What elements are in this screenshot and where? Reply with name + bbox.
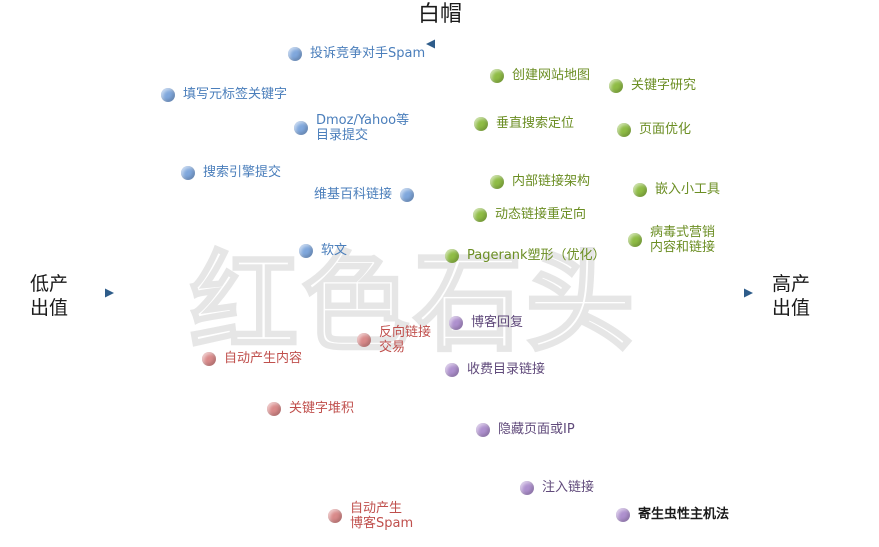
data-point-label-line: 反向链接 <box>379 325 432 340</box>
data-point-label: 博客回复 <box>471 315 524 330</box>
data-point-dot <box>288 46 302 61</box>
data-point-dot <box>473 207 487 222</box>
data-point-label-line: 内容和链接 <box>650 240 716 255</box>
data-point-label: 反向链接交易 <box>379 325 431 355</box>
data-point-dot <box>628 233 642 247</box>
data-point-label-line: 博客Spam <box>350 516 414 531</box>
data-point-dot <box>520 480 534 495</box>
data-point: 寄生虫性主机法 <box>616 507 729 522</box>
data-point-label: 内部链接架构 <box>512 174 591 189</box>
data-point-label: 关键字堆积 <box>289 401 355 416</box>
data-point-label: 寄生虫性主机法 <box>638 507 730 522</box>
data-point-dot <box>609 78 623 93</box>
data-point-dot <box>400 187 414 202</box>
data-point-dot <box>617 122 631 137</box>
data-point: 搜索引擎提交 <box>181 165 281 180</box>
axis-label-left-line1: 低产 <box>30 273 69 295</box>
data-point-label: 填写元标签关键字 <box>183 87 288 102</box>
data-point-label: 创建网站地图 <box>512 68 591 83</box>
data-point-label: 病毒式营销内容和链接 <box>650 225 715 255</box>
data-point-dot <box>299 243 313 258</box>
data-point: 软文 <box>299 243 347 258</box>
data-point: 投诉竞争对手Spam <box>288 46 425 61</box>
data-point-label-line: 自动产生 <box>350 501 403 516</box>
data-point: 反向链接交易 <box>357 325 431 355</box>
data-point-label: 投诉竞争对手Spam <box>310 46 426 61</box>
data-point-dot <box>490 174 504 189</box>
data-point: 填写元标签关键字 <box>161 87 287 102</box>
data-point-dot <box>445 362 459 377</box>
data-point-label: 收费目录链接 <box>467 362 546 377</box>
data-point: 关键字研究 <box>609 78 696 93</box>
data-point-dot <box>294 121 308 135</box>
data-point-label: 自动产生博客Spam <box>350 501 413 531</box>
data-point: 动态链接重定向 <box>473 207 586 222</box>
data-point-label-line: Dmoz/Yahoo等 <box>316 113 410 128</box>
data-point: Dmoz/Yahoo等目录提交 <box>294 113 409 143</box>
data-point-label: Pagerank塑形（优化） <box>467 248 606 263</box>
data-point-dot <box>616 507 630 522</box>
data-point: 内部链接架构 <box>490 174 590 189</box>
data-point: 隐藏页面或IP <box>476 422 575 437</box>
data-point-label: Dmoz/Yahoo等目录提交 <box>316 113 409 143</box>
data-point-dot <box>181 165 195 180</box>
data-point-label-line: 病毒式营销 <box>650 225 716 240</box>
data-point-dot <box>357 333 371 347</box>
axis-label-right-line2: 出值 <box>772 297 811 319</box>
data-point: 关键字堆积 <box>267 401 354 416</box>
data-point-label: 动态链接重定向 <box>495 207 587 222</box>
data-point-label: 维基百科链接 <box>313 187 392 202</box>
axis-label-right: 高产 出值 <box>772 272 810 320</box>
data-point-label: 嵌入小工具 <box>655 182 721 197</box>
data-point-label: 注入链接 <box>542 480 595 495</box>
data-point: 维基百科链接 <box>314 187 414 202</box>
axis-label-left-line2: 出值 <box>30 297 69 319</box>
axis-label-right-line1: 高产 <box>772 273 811 295</box>
data-point: 自动产生博客Spam <box>328 501 413 531</box>
data-point: 博客回复 <box>449 315 523 330</box>
data-point-dot <box>267 401 281 416</box>
data-point-label: 隐藏页面或IP <box>498 422 575 437</box>
data-point: 自动产生内容 <box>202 351 302 366</box>
data-point: 收费目录链接 <box>445 362 545 377</box>
data-point-dot <box>161 87 175 102</box>
data-point-label: 软文 <box>321 243 348 258</box>
data-point-label: 自动产生内容 <box>224 351 303 366</box>
data-point: 创建网站地图 <box>490 68 590 83</box>
data-point-dot <box>490 68 504 83</box>
data-point-label: 垂直搜索定位 <box>496 116 575 131</box>
data-point: 嵌入小工具 <box>633 182 720 197</box>
data-point-dot <box>449 315 463 330</box>
data-point: 注入链接 <box>520 480 594 495</box>
data-point: Pagerank塑形（优化） <box>445 248 606 263</box>
axis-label-left: 低产 出值 <box>30 272 68 320</box>
data-point: 病毒式营销内容和链接 <box>628 225 715 255</box>
data-point-dot <box>202 351 216 366</box>
data-point: 页面优化 <box>617 122 691 137</box>
data-point-dot <box>633 182 647 197</box>
data-point-label-line: 交易 <box>379 340 406 355</box>
data-point-label: 页面优化 <box>639 122 692 137</box>
data-point-dot <box>445 248 459 263</box>
data-point-label-line: 目录提交 <box>316 128 369 143</box>
data-point: 垂直搜索定位 <box>474 116 574 131</box>
data-point-label: 关键字研究 <box>631 78 697 93</box>
axis-label-top: 白帽 <box>418 2 463 27</box>
data-point-dot <box>474 116 488 131</box>
data-point-dot <box>328 509 342 523</box>
data-point-label: 搜索引擎提交 <box>203 165 282 180</box>
data-point-dot <box>476 422 490 437</box>
